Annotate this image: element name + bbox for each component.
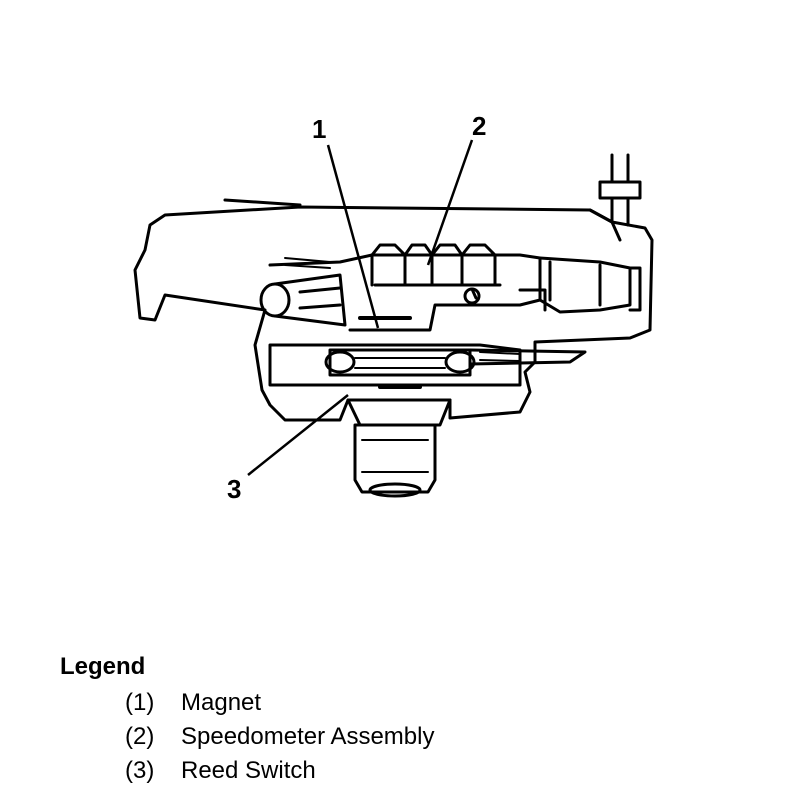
legend-item-label: Speedometer Assembly xyxy=(181,723,435,750)
pointer-rod xyxy=(468,348,587,366)
magnet-plate xyxy=(268,343,522,387)
leader-line-2 xyxy=(426,139,474,266)
callout-2: 2 xyxy=(472,111,486,141)
leader-line-1 xyxy=(326,144,380,329)
magnet-slot-right xyxy=(444,350,476,374)
legend-item-reed-switch: (3) Reed Switch xyxy=(60,754,700,788)
cable xyxy=(223,198,302,207)
legend: Legend (1) Magnet (2) Speedometer Assemb… xyxy=(60,652,700,788)
legend-item-number: (2) xyxy=(125,723,155,750)
leader-line-3 xyxy=(247,394,349,476)
lower-cylinder xyxy=(353,423,437,494)
top-knob xyxy=(598,180,642,200)
reed-switch-block xyxy=(346,398,452,427)
legend-item-speedometer-assembly: (2) Speedometer Assembly xyxy=(60,720,700,754)
legend-title: Legend xyxy=(60,653,146,680)
legend-item-label: Magnet xyxy=(181,689,262,716)
legend-item-label: Reed Switch xyxy=(181,757,316,784)
speedometer-diagram: 1 2 3 xyxy=(133,111,654,504)
legend-item-number: (1) xyxy=(125,689,155,716)
magnet-slot-left xyxy=(324,350,356,374)
legend-item-number: (3) xyxy=(125,757,155,784)
legend-item-magnet: (1) Magnet xyxy=(60,686,700,720)
callout-3: 3 xyxy=(227,474,241,504)
left-cylinder xyxy=(259,282,291,318)
callout-1: 1 xyxy=(312,114,326,144)
